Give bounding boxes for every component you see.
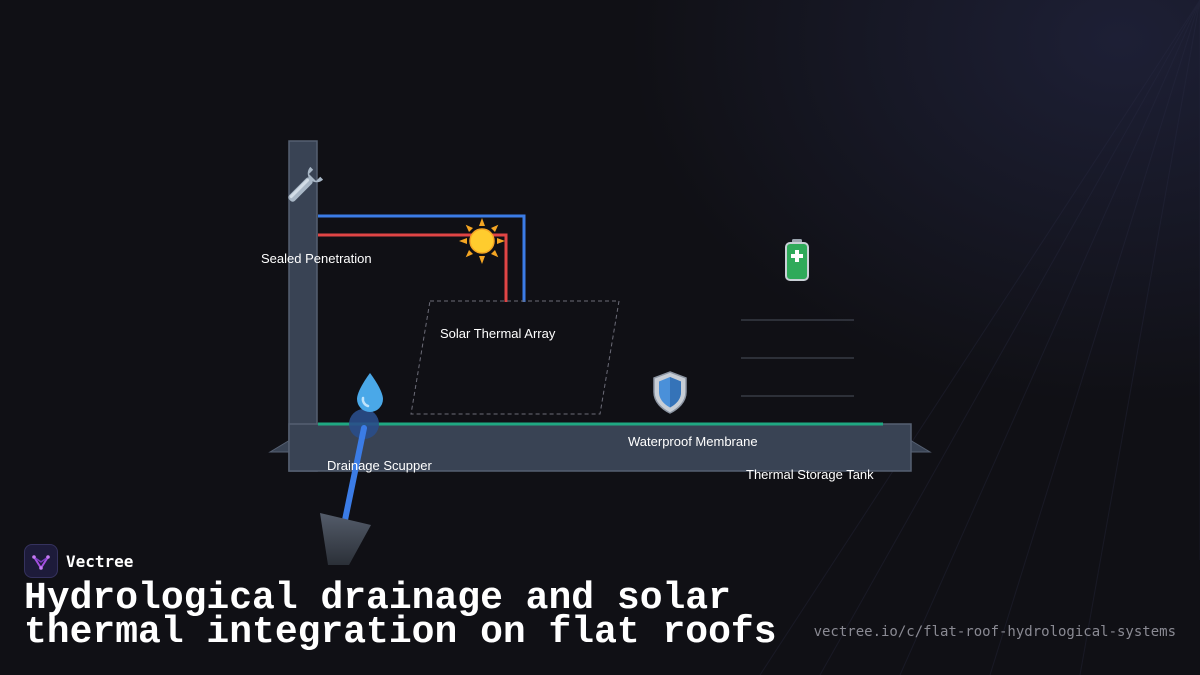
drainage-scupper-label: Drainage Scupper [327, 458, 432, 473]
thermal-storage-tank-label: Thermal Storage Tank [746, 467, 874, 482]
vectree-logo-icon [24, 544, 58, 578]
brand-name: Vectree [66, 551, 134, 571]
shield-icon [653, 371, 687, 414]
sealed-penetration-label: Sealed Penetration [261, 251, 372, 266]
source-url[interactable]: vectree.io/c/flat-roof-hydrological-syst… [813, 624, 1176, 640]
waterproof-membrane-label: Waterproof Membrane [628, 434, 758, 449]
right-flashing [909, 439, 932, 453]
drain-outlet [320, 513, 371, 565]
drain-pipe [342, 425, 367, 523]
battery-icon [785, 239, 809, 281]
roof-deck [288, 423, 912, 472]
droplet-icon [357, 373, 383, 412]
solar-array-outline [410, 300, 620, 415]
sun-icon [459, 218, 505, 264]
page-title: Hydrological drainage and solar thermal … [24, 577, 777, 654]
wrench-icon [288, 166, 324, 202]
solar-thermal-array-label: Solar Thermal Array [440, 326, 556, 341]
hot-return-pipe [318, 233, 508, 302]
left-flashing [268, 439, 291, 453]
cold-supply-pipe [318, 214, 526, 302]
brand[interactable]: Vectree [24, 544, 133, 578]
scupper-opening [349, 409, 379, 439]
